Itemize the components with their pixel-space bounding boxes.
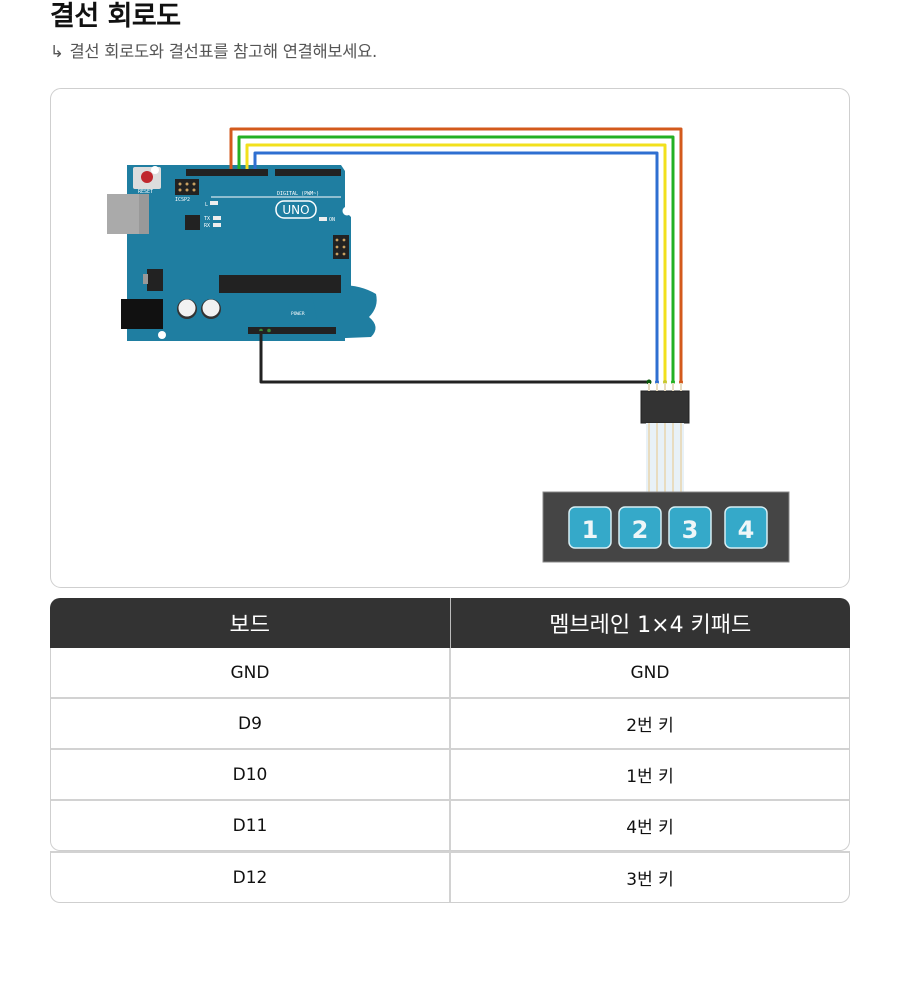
wire-green bbox=[237, 135, 675, 382]
svg-text:4: 4 bbox=[738, 516, 755, 544]
power-jack bbox=[121, 299, 163, 329]
header-board: 보드 bbox=[229, 613, 270, 638]
on-label: ON bbox=[329, 217, 335, 223]
cell-board-pin: GND bbox=[230, 662, 270, 683]
keypad-key-2: 2 bbox=[618, 506, 662, 549]
wire-blue bbox=[253, 151, 659, 382]
table-row: D12 3번 키 bbox=[51, 853, 849, 902]
led-label-rx: RX bbox=[204, 223, 210, 229]
cell-keypad-pin: GND bbox=[449, 648, 849, 697]
table-row: D10 1번 키 bbox=[51, 748, 849, 799]
digital-header-left bbox=[186, 169, 268, 176]
page-title: 결선 회로도 bbox=[50, 1, 181, 32]
power-label: POWER bbox=[291, 311, 305, 317]
analog-header bbox=[292, 327, 336, 334]
svg-text:2: 2 bbox=[632, 516, 649, 544]
led-label-tx: TX bbox=[204, 216, 210, 222]
page-subtitle: ↳ 결선 회로도와 결선표를 참고해 연결해보세요. bbox=[50, 38, 377, 62]
icsp2-label: ICSP2 bbox=[175, 197, 190, 203]
atmega-chip bbox=[219, 275, 341, 293]
svg-text:3: 3 bbox=[682, 516, 699, 544]
table-row: D11 4번 키 bbox=[51, 799, 849, 850]
return-arrow-icon: ↳ bbox=[50, 42, 64, 61]
cell-board-pin: D12 bbox=[232, 867, 268, 888]
subtitle-text: 결선 회로도와 결선표를 참고해 연결해보세요. bbox=[69, 42, 378, 61]
keypad-connector bbox=[640, 390, 690, 424]
cell-board-pin: D10 bbox=[232, 764, 268, 785]
wiring-table: 보드 멤브레인 1×4 키패드 GND GND D9 2번 키 D10 1번 키… bbox=[50, 598, 850, 903]
wires bbox=[229, 127, 683, 384]
cell-board-pin: D11 bbox=[232, 815, 268, 836]
wire-gnd-black bbox=[259, 331, 649, 384]
wiring-diagram: RESET ICSP2 DIGITAL (PWM~) UNO L bbox=[50, 88, 850, 588]
wiring-diagram-svg: RESET ICSP2 DIGITAL (PWM~) UNO L bbox=[107, 127, 790, 563]
cell-keypad-pin: 1번 키 bbox=[449, 750, 849, 799]
digital-header-right bbox=[275, 169, 341, 176]
uno-logo-frame bbox=[275, 200, 317, 219]
cell-keypad-pin: 4번 키 bbox=[449, 801, 849, 850]
table-last-row-group: D12 3번 키 bbox=[50, 851, 850, 903]
digital-label: DIGITAL (PWM~) bbox=[277, 191, 319, 197]
keypad-key-4: 4 bbox=[724, 506, 768, 549]
table-header: 보드 멤브레인 1×4 키패드 bbox=[50, 598, 850, 648]
keypad-ribbon bbox=[646, 383, 684, 493]
cell-board-pin: D9 bbox=[238, 713, 262, 734]
arduino-uno-board: RESET ICSP2 DIGITAL (PWM~) UNO L bbox=[107, 165, 377, 341]
board-edge-shape bbox=[311, 285, 377, 339]
table-row: GND GND bbox=[51, 648, 849, 697]
svg-text:1: 1 bbox=[582, 516, 599, 544]
keypad-key-3: 3 bbox=[668, 506, 712, 549]
table-row: D9 2번 키 bbox=[51, 697, 849, 748]
reset-label: RESET bbox=[138, 189, 153, 195]
uno-logo-text: UNO bbox=[282, 203, 309, 217]
keypad-key-1: 1 bbox=[568, 506, 612, 549]
led-label-l: L bbox=[205, 202, 208, 208]
table-body: GND GND D9 2번 키 D10 1번 키 D11 4번 키 bbox=[50, 648, 850, 851]
cell-keypad-pin: 2번 키 bbox=[449, 699, 849, 748]
header-keypad: 멤브레인 1×4 키패드 bbox=[449, 598, 851, 648]
chip-small bbox=[185, 215, 200, 230]
cell-keypad-pin: 3번 키 bbox=[449, 853, 849, 902]
wire-orange bbox=[229, 127, 683, 382]
wire-yellow bbox=[245, 143, 667, 382]
power-header bbox=[248, 327, 316, 334]
